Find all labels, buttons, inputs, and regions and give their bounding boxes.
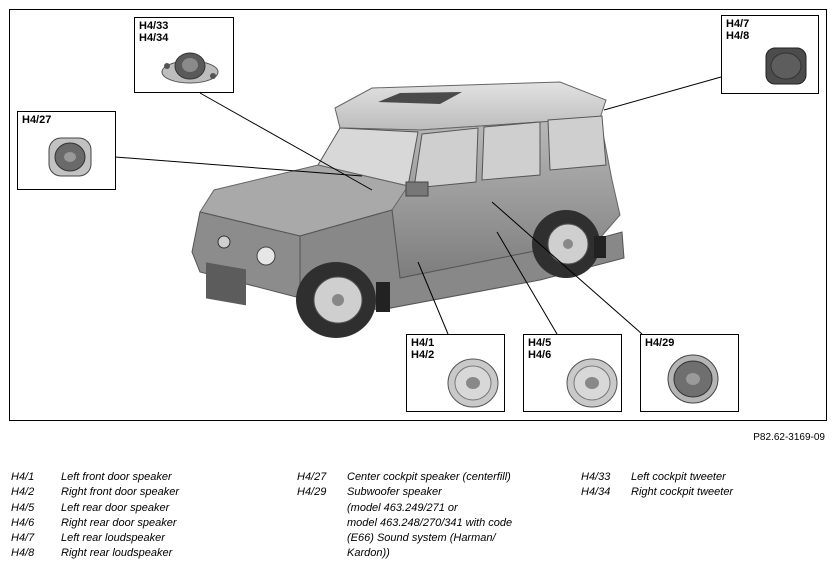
vehicle-back-window [547, 115, 607, 171]
legend-code: H4/1 [11, 471, 35, 483]
legend-column-3: H4/33 Left cockpit tweeter H4/34 Right coc… [581, 470, 733, 501]
vehicle-headlight [256, 246, 276, 266]
legend-code: H4/6 [11, 516, 35, 529]
callout-label: H4/33 H4/34 [139, 20, 169, 44]
leader-lines [114, 76, 722, 335]
legend-desc: Right rear loudspeaker [61, 547, 173, 560]
vehicle-front-window [413, 127, 479, 189]
legend-desc: Right cockpit tweeter [631, 486, 734, 499]
tweeter-icon [161, 52, 219, 84]
legend-desc: Center cockpit speaker (centerfill) [347, 471, 511, 483]
legend-desc: Right rear door speaker [61, 516, 177, 529]
legend-row: H4/1 Left front door speaker [11, 470, 179, 485]
figure-reference: P82.62-3169-09 [753, 432, 825, 443]
callout-label: H4/29 [645, 337, 675, 349]
legend-row: H4/33 Left cockpit tweeter [581, 470, 733, 485]
callout-h4-33-34: H4/33 H4/34 [134, 17, 234, 93]
vehicle-rear-window [481, 121, 541, 181]
legend-code: H4/8 [11, 547, 35, 560]
callout-h4-7-8: H4/7 H4/8 [721, 15, 819, 94]
subwoofer-icon [667, 354, 719, 404]
legend-row: H4/29 Subwoofer speaker (model 463.249/27… [297, 485, 512, 561]
center-speaker-icon [48, 137, 92, 177]
door-speaker-icon [447, 358, 499, 408]
leader-h45 [496, 231, 558, 335]
legend-code: H4/29 [297, 486, 327, 499]
callout-label: H4/7 H4/8 [726, 18, 750, 42]
vehicle-grille [206, 262, 246, 306]
mud-flap [376, 282, 390, 312]
legend-row: H4/27 Center cockpit speaker (centerfill) [297, 470, 512, 485]
callout-h4-27: H4/27 [17, 111, 116, 190]
legend-column-2: H4/27 Center cockpit speaker (centerfill)… [297, 470, 512, 562]
legend-desc: Subwoofer speaker (model 463.249/271 or … [347, 486, 513, 560]
callout-label: H4/27 [22, 114, 52, 126]
vehicle-emblem [217, 235, 231, 249]
legend-desc: Right front door speaker [61, 486, 180, 499]
callout-label: H4/5 H4/6 [528, 337, 552, 361]
side-mirror [405, 181, 429, 197]
legend-row: H4/5 Left rear door speaker [11, 501, 179, 516]
leader-h433 [199, 92, 373, 191]
callout-h4-5-6: H4/5 H4/6 [523, 334, 622, 412]
leader-h41 [417, 261, 449, 335]
rear-wheel [532, 210, 600, 278]
legend-code: H4/34 [581, 486, 611, 499]
legend-row: H4/8 Right rear loudspeaker [11, 546, 179, 561]
rear-mud-flap [594, 236, 606, 258]
rear-loudspeaker-icon [765, 47, 807, 85]
legend-code: H4/2 [11, 486, 35, 499]
callout-h4-1-2: H4/1 H4/2 [406, 334, 505, 412]
callout-label: H4/1 H4/2 [411, 337, 435, 361]
front-wheel [296, 262, 376, 338]
legend-code: H4/33 [581, 471, 611, 483]
legend-code: H4/5 [11, 501, 35, 514]
rear-door-speaker-icon [566, 358, 618, 408]
legend-code: H4/7 [11, 532, 35, 545]
legend-desc: Left cockpit tweeter [631, 471, 726, 483]
legend-desc: Left rear door speaker [61, 501, 170, 514]
diagram-frame [9, 9, 827, 421]
legend-row: H4/34 Right cockpit tweeter [581, 485, 733, 500]
legend-code: H4/27 [297, 471, 327, 483]
legend-row: H4/6 Right rear door speaker [11, 516, 179, 531]
legend-desc: Left front door speaker [61, 471, 172, 483]
leader-h427 [114, 156, 363, 177]
legend-row: H4/2 Right front door speaker [11, 485, 179, 500]
legend-desc: Left rear loudspeaker [61, 532, 165, 545]
vehicle-sunroof [378, 92, 462, 104]
legend-row: H4/7 Left rear loudspeaker [11, 531, 179, 546]
legend-column-1: H4/1 Left front door speaker H4/2 Right fr… [11, 470, 179, 562]
callout-h4-29: H4/29 [640, 334, 739, 412]
leader-h429 [491, 201, 643, 335]
leader-h47 [603, 76, 722, 111]
